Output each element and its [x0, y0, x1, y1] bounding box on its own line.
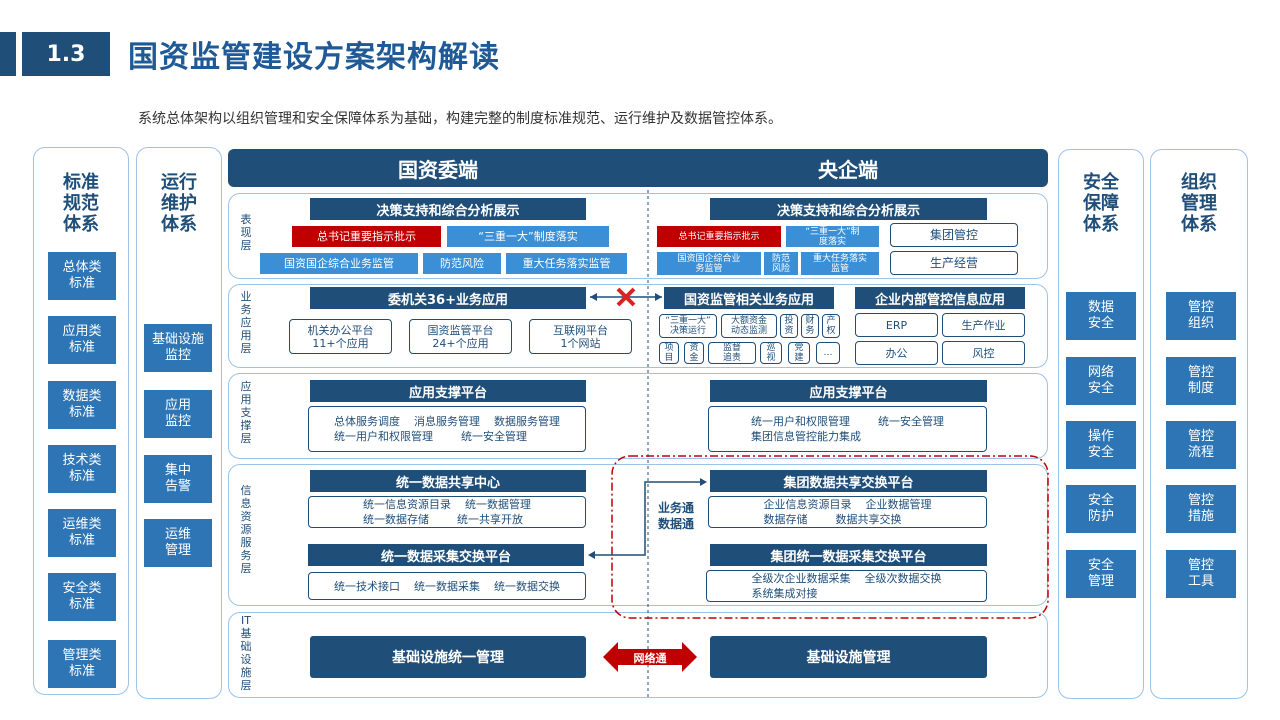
security-item-1: 数据 安全 [1066, 292, 1136, 340]
support-right-title: 应用支撑平台 [710, 380, 987, 402]
standards-title: 标准 规范 体系 [63, 172, 99, 235]
security-item-5: 安全 管理 [1066, 550, 1136, 598]
organization-item-3: 管控 流程 [1166, 421, 1236, 469]
standards-item-4: 技术类 标准 [48, 445, 116, 493]
layer-label-data: 信 息 资 源 服 务 层 [240, 484, 252, 575]
column-header-soe: 央企端 [648, 149, 1048, 187]
organization-item-5: 管控 工具 [1166, 550, 1236, 598]
presentation-left-title: 决策支持和综合分析展示 [310, 198, 586, 220]
presentation-right-box-group-control: 集团管控 [890, 223, 1018, 247]
presentation-left-item-2: 国资国企综合业务监管 [260, 253, 418, 274]
business-mid-item-10: 党 建 [788, 342, 810, 364]
data-right-title-1: 集团数据共享交换平台 [710, 470, 987, 492]
security-item-4: 安全 防护 [1066, 485, 1136, 533]
presentation-left-item-4: 重大任务落实监管 [506, 253, 627, 274]
business-mid-item-11: … [816, 342, 840, 364]
business-mid-item-4: 财 务 [801, 314, 819, 338]
layer-label-infrastructure: IT 基 础 设 施 层 [240, 614, 252, 692]
business-mid-item-7: 资 金 [684, 342, 704, 364]
organization-item-1: 管控 组织 [1166, 292, 1236, 340]
operations-item-4: 运维 管理 [144, 519, 212, 567]
operations-item-1: 基础设施 监控 [144, 324, 212, 372]
business-mid-item-3: 投 资 [780, 314, 798, 338]
business-mid-item-1: “三重一大” 决策运行 [659, 314, 717, 338]
organization-title: 组织 管理 体系 [1181, 172, 1217, 235]
standards-item-6: 安全类 标准 [48, 573, 116, 621]
business-right-item-production: 生产作业 [942, 313, 1025, 337]
infrastructure-left-box: 基础设施统一管理 [310, 636, 586, 678]
data-right-content-1: 企业信息资源目录 企业数据管理 数据存储 数据共享交换 [708, 496, 987, 528]
presentation-right-title: 决策支持和综合分析展示 [710, 198, 987, 220]
security-item-3: 操作 安全 [1066, 421, 1136, 469]
support-left-title: 应用支撑平台 [310, 380, 586, 402]
data-left-content-2: 统一技术接口 统一数据采集 统一数据交换 [308, 572, 586, 600]
business-mid-item-2: 大额资金 动态监测 [721, 314, 777, 338]
standards-item-5: 运维类 标准 [48, 509, 116, 557]
presentation-left-red-item: 总书记重要指示批示 [292, 226, 441, 247]
business-left-item-3: 互联网平台 1个网站 [529, 319, 632, 354]
operations-item-2: 应用 监控 [144, 390, 212, 438]
presentation-right-box-production: 生产经营 [890, 251, 1018, 275]
business-mid-item-8: 监督 追责 [708, 342, 756, 364]
presentation-right-item-3: 防范 风险 [764, 252, 798, 275]
data-left-title-1: 统一数据共享中心 [310, 470, 586, 492]
support-right-content: 统一用户和权限管理 统一安全管理 集团信息管控能力集成 [708, 406, 987, 452]
support-left-content: 总体服务调度 消息服务管理 数据服务管理 统一用户和权限管理 统一安全管理 [308, 406, 586, 452]
presentation-left-item-1: “三重一大”制度落实 [447, 226, 609, 247]
business-mid-item-6: 项 目 [659, 342, 679, 364]
data-right-content-2: 全级次企业数据采集 全级次数据交换 系统集成对接 [706, 570, 987, 602]
data-left-title-2: 统一数据采集交换平台 [308, 544, 584, 566]
data-left-content-1: 统一信息资源目录 统一数据管理 统一数据存储 统一共享开放 [308, 496, 586, 528]
organization-item-4: 管控 措施 [1166, 485, 1236, 533]
security-item-2: 网络 安全 [1066, 357, 1136, 405]
business-mid-item-5: 产 权 [822, 314, 840, 338]
page-subtitle: 系统总体架构以组织管理和安全保障体系为基础，构建完整的制度标准规范、运行维护及数… [138, 111, 782, 127]
layer-label-presentation: 表 现 层 [240, 213, 252, 252]
presentation-left-item-3: 防范风险 [423, 253, 501, 274]
organization-item-2: 管控 制度 [1166, 357, 1236, 405]
business-right-item-risk: 风控 [942, 341, 1025, 365]
infrastructure-right-box: 基础设施管理 [710, 636, 987, 678]
presentation-right-item-1: “三重一大”制 度落实 [786, 226, 879, 247]
operations-item-3: 集中 告警 [144, 455, 212, 503]
business-left-title: 委机关36+业务应用 [310, 287, 586, 309]
business-right-title: 企业内部管控信息应用 [855, 287, 1025, 309]
business-right-item-office: 办公 [855, 341, 938, 365]
presentation-right-red-item: 总书记重要指示批示 [657, 226, 781, 247]
standards-item-7: 管理类 标准 [48, 640, 116, 688]
column-header-sasac: 国资委端 [228, 149, 648, 187]
security-title: 安全 保障 体系 [1083, 172, 1119, 235]
section-number: 1.3 [22, 32, 110, 76]
data-right-title-2: 集团统一数据采集交换平台 [710, 544, 987, 566]
page-title: 国资监管建设方案架构解读 [128, 40, 500, 75]
operations-title: 运行 维护 体系 [161, 172, 197, 235]
standards-item-2: 应用类 标准 [48, 316, 116, 364]
header-accent-bar [0, 32, 16, 76]
layer-label-support: 应 用 支 撑 层 [240, 380, 252, 445]
network-arrow-label: 网络通 [633, 652, 667, 665]
business-mid-item-9: 巡 视 [760, 342, 782, 364]
data-link-label: 业务通 数据通 [657, 501, 694, 531]
presentation-right-item-4: 重大任务落实 监管 [801, 252, 879, 275]
presentation-right-item-2: 国资国企综合业 务监管 [657, 252, 761, 275]
standards-item-1: 总体类 标准 [48, 252, 116, 300]
business-mid-title: 国资监管相关业务应用 [664, 287, 834, 309]
business-left-item-2: 国资监管平台 24+个应用 [409, 319, 512, 354]
layer-label-business: 业 务 应 用 层 [240, 290, 252, 355]
business-right-item-erp: ERP [855, 313, 938, 337]
business-left-item-1: 机关办公平台 11+个应用 [289, 319, 392, 354]
standards-item-3: 数据类 标准 [48, 381, 116, 429]
